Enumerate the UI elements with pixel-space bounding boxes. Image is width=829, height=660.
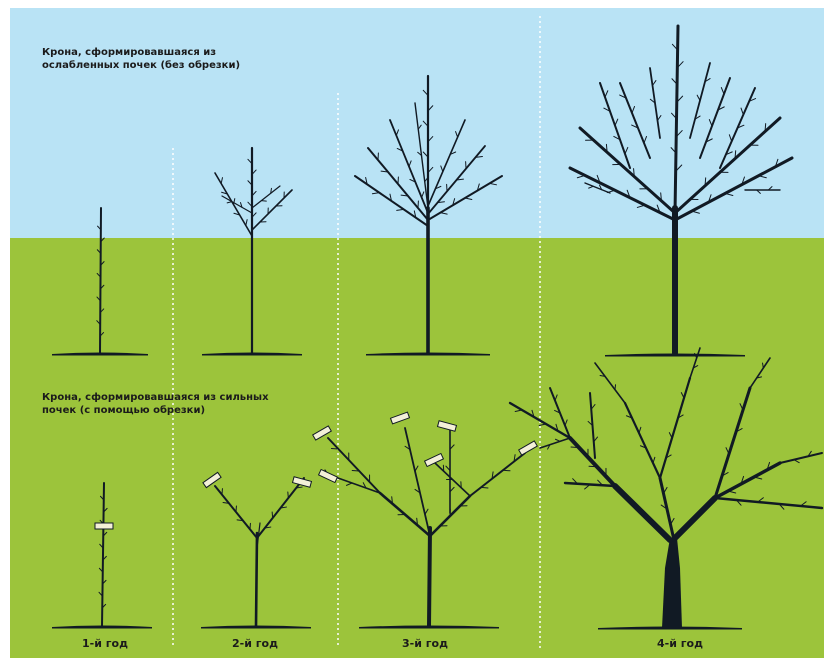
twig <box>765 124 766 132</box>
twig <box>346 483 352 485</box>
trunk <box>662 538 682 628</box>
branch <box>690 348 700 378</box>
year-label-4: 4-й год <box>625 637 735 650</box>
twig <box>397 209 404 210</box>
pruning-cut-marker <box>425 453 444 466</box>
twig <box>227 202 232 203</box>
twig <box>481 487 488 488</box>
trunk <box>429 528 430 626</box>
twig <box>465 198 472 199</box>
twig <box>709 120 712 126</box>
twig <box>681 393 684 398</box>
branch <box>252 190 292 230</box>
pruning-cut-marker <box>95 523 113 529</box>
twig <box>272 512 273 518</box>
branch <box>570 438 615 486</box>
tree-illustration <box>10 8 824 658</box>
twig <box>729 135 731 142</box>
twig <box>763 363 764 368</box>
pruning-cut-marker <box>519 441 538 455</box>
twig <box>639 427 641 433</box>
twig <box>456 132 458 138</box>
twig <box>644 136 647 143</box>
trunk <box>102 483 104 626</box>
twig <box>794 460 799 463</box>
twig <box>441 166 443 172</box>
year-label-2: 2-й год <box>200 637 310 650</box>
twig <box>721 88 724 94</box>
twig <box>440 213 447 214</box>
pruning-cut-marker <box>319 469 338 482</box>
branch <box>328 438 380 493</box>
twig <box>422 192 424 198</box>
twig <box>735 151 736 159</box>
branch <box>750 358 770 388</box>
twig <box>589 466 597 467</box>
twig <box>425 509 428 514</box>
branch <box>615 486 670 540</box>
pruning-cut-marker <box>293 477 312 487</box>
twig <box>577 175 585 177</box>
twig <box>741 108 743 115</box>
twig <box>669 433 672 438</box>
branch <box>620 83 650 158</box>
cut-markers <box>95 412 537 529</box>
twig <box>625 147 628 153</box>
twig <box>503 470 510 471</box>
branch <box>675 158 792 220</box>
twig <box>372 193 379 194</box>
twig <box>632 106 635 113</box>
twig <box>571 447 579 448</box>
twig <box>565 420 567 426</box>
twig <box>221 178 222 184</box>
branch <box>675 498 715 538</box>
pruning-cut-marker <box>391 412 410 424</box>
twig <box>605 91 608 97</box>
twig <box>415 466 418 471</box>
twig <box>615 385 616 390</box>
twig <box>409 161 411 167</box>
twig <box>653 457 655 463</box>
twig <box>555 439 560 441</box>
branch <box>540 438 570 448</box>
branch <box>660 378 690 478</box>
branch <box>580 128 675 213</box>
twig <box>246 220 247 226</box>
branch <box>715 498 822 508</box>
branch <box>595 363 625 403</box>
branch <box>252 186 280 208</box>
branch <box>570 168 675 220</box>
twig <box>615 119 618 125</box>
twig <box>490 183 497 184</box>
twig <box>396 130 398 136</box>
twig <box>705 178 706 186</box>
leader <box>675 26 678 213</box>
column-dividers <box>173 16 540 648</box>
pruning-cut-marker <box>438 421 457 431</box>
upper-row-trees <box>52 26 792 357</box>
branch <box>700 78 730 158</box>
twig <box>555 395 557 401</box>
year-label-1: 1-й год <box>50 637 160 650</box>
caption-weak-buds: Крона, сформировавшаяся из ослабленных п… <box>42 46 302 72</box>
twig <box>697 95 700 100</box>
twig <box>637 205 645 207</box>
year-label-3: 3-й год <box>370 637 480 650</box>
pruning-cut-marker <box>203 472 221 487</box>
branch <box>625 403 660 478</box>
tree-pruning-diagram: Крона, сформировавшаяся из ослабленных п… <box>10 8 824 658</box>
twig <box>589 186 594 188</box>
branch <box>780 453 822 463</box>
branch <box>405 428 430 536</box>
branch <box>470 453 525 496</box>
caption-strong-buds: Крона, сформировавшаяся из сильных почек… <box>42 391 312 417</box>
twig <box>288 492 289 498</box>
